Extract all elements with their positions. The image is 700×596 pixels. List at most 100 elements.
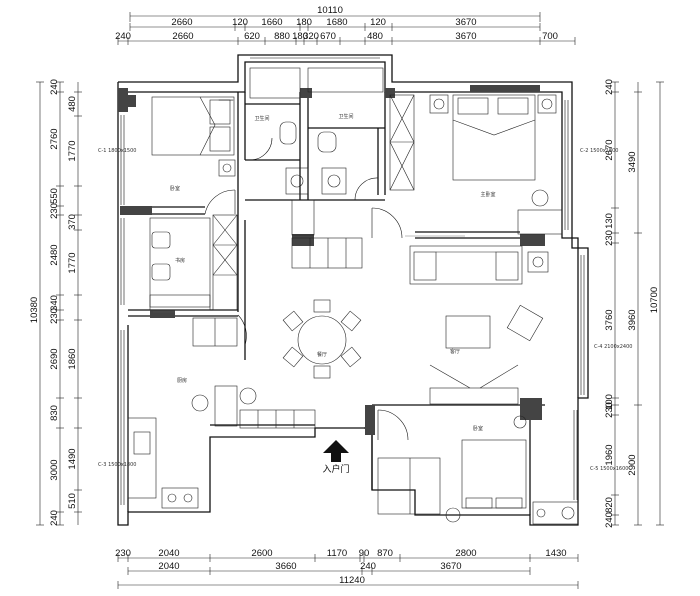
dim-right: 100 bbox=[604, 394, 615, 410]
dim-bottom: 90 bbox=[359, 548, 370, 559]
dim-right: 230 bbox=[604, 402, 615, 418]
dim-top: 180 bbox=[296, 17, 312, 28]
dresser bbox=[517, 209, 563, 235]
dining-table bbox=[297, 315, 347, 365]
pillow bbox=[209, 126, 231, 152]
column bbox=[128, 95, 136, 107]
dim-left: 1860 bbox=[67, 348, 78, 369]
dimension-text-right: 240 2670 130 230 3760 100 230 1960 820 2… bbox=[604, 79, 660, 528]
study-chair bbox=[151, 263, 171, 281]
dim-top: 240 bbox=[115, 31, 131, 42]
dim-top: 620 bbox=[244, 31, 260, 42]
washbasin bbox=[285, 167, 309, 195]
dim-left: 1490 bbox=[67, 448, 78, 469]
stove bbox=[161, 487, 199, 509]
dim-top: 880 bbox=[274, 31, 290, 42]
toilet bbox=[279, 121, 297, 145]
column bbox=[120, 206, 152, 215]
window-tag: C-4 2100x2400 bbox=[594, 344, 632, 350]
dimension-text-top: 10110 2660 120 1660 180 1680 120 3670 24… bbox=[115, 5, 558, 42]
room-label-kitchen: 厨房 bbox=[177, 377, 187, 384]
dim-left-total: 10380 bbox=[29, 297, 40, 323]
dim-top: 480 bbox=[367, 31, 383, 42]
door-swing bbox=[249, 137, 273, 161]
dimension-text-bottom: 230 2040 2600 1170 90 870 2800 1430 2040… bbox=[115, 548, 567, 586]
dim-bottom: 1170 bbox=[327, 548, 347, 559]
dim-right: 3960 bbox=[627, 309, 638, 330]
walls bbox=[117, 54, 589, 526]
wall-hatch bbox=[153, 235, 465, 313]
dim-right: 240 bbox=[604, 512, 615, 528]
shower bbox=[307, 67, 384, 93]
dim-left: 830 bbox=[49, 405, 60, 421]
bookcase bbox=[212, 214, 238, 311]
column bbox=[150, 310, 175, 318]
window-tags: C-1 1800x1500 C-2 1500x1800 C-3 1500x180… bbox=[98, 148, 632, 472]
dim-left: 240 bbox=[49, 79, 60, 95]
dim-right: 1960 bbox=[604, 444, 615, 465]
dim-left: 230 bbox=[49, 308, 60, 324]
tv-cabinet bbox=[291, 199, 315, 236]
washbasin bbox=[321, 167, 347, 195]
door-swing bbox=[204, 189, 236, 215]
dim-left: 2760 bbox=[49, 128, 60, 149]
doors bbox=[204, 137, 409, 441]
stool bbox=[513, 415, 527, 429]
door-swing bbox=[237, 314, 247, 346]
dim-top: 700 bbox=[542, 31, 558, 42]
blanket-fold bbox=[199, 96, 216, 156]
column bbox=[365, 405, 375, 435]
dim-left: 1770 bbox=[67, 140, 78, 161]
dining-chair bbox=[282, 346, 304, 368]
dim-top: 1660 bbox=[261, 17, 282, 28]
column bbox=[520, 398, 542, 420]
column bbox=[118, 88, 128, 112]
window-tag: C-3 1500x1800 bbox=[98, 462, 136, 468]
dim-top: 670 bbox=[320, 31, 336, 42]
dining-chair bbox=[282, 310, 304, 332]
dim-left: 2480 bbox=[49, 244, 60, 265]
dim-bottom: 2040 bbox=[158, 548, 179, 559]
room-label-living: 客厅 bbox=[450, 348, 460, 355]
stool bbox=[445, 507, 461, 523]
nightstand bbox=[537, 94, 557, 114]
dim-bottom: 240 bbox=[360, 561, 376, 572]
dim-top: 2660 bbox=[171, 17, 192, 28]
dim-bottom: 2600 bbox=[251, 548, 272, 559]
window-tag: C-1 1800x1500 bbox=[98, 148, 136, 154]
sofa bbox=[409, 245, 523, 285]
pillow bbox=[209, 99, 231, 125]
dim-right: 3760 bbox=[604, 309, 615, 330]
side-table bbox=[527, 251, 549, 273]
dim-right: 3490 bbox=[627, 151, 638, 172]
room-label-study: 书房 bbox=[175, 257, 185, 264]
dim-left: 3000 bbox=[49, 459, 60, 480]
dining-chair bbox=[340, 310, 362, 332]
room-label-bath: 卫生间 bbox=[254, 115, 269, 122]
wardrobe bbox=[377, 457, 441, 515]
dim-right: 130 bbox=[604, 213, 615, 229]
dim-top: 3670 bbox=[455, 17, 476, 28]
dim-top: 120 bbox=[232, 17, 248, 28]
dining-chair bbox=[313, 365, 331, 379]
dim-top: 120 bbox=[370, 17, 386, 28]
furniture bbox=[127, 67, 579, 525]
dim-left: 240 bbox=[49, 510, 60, 526]
coffee-table bbox=[445, 315, 491, 349]
tv-unit bbox=[429, 387, 519, 405]
column bbox=[520, 234, 545, 246]
room-label-bedroom: 卧室 bbox=[473, 425, 483, 432]
dim-bottom: 870 bbox=[377, 548, 393, 559]
dim-right: 240 bbox=[604, 79, 615, 95]
dim-right: 2900 bbox=[627, 454, 638, 475]
dim-left: 340 bbox=[49, 295, 60, 311]
washbasin bbox=[532, 501, 579, 525]
pillow bbox=[457, 97, 489, 115]
toilet bbox=[317, 131, 337, 153]
dim-bottom: 2800 bbox=[455, 548, 476, 559]
dim-right: 820 bbox=[604, 497, 615, 513]
entrance-label: 入户门 bbox=[322, 463, 349, 475]
dim-right: 2670 bbox=[604, 139, 615, 160]
column bbox=[470, 85, 540, 92]
